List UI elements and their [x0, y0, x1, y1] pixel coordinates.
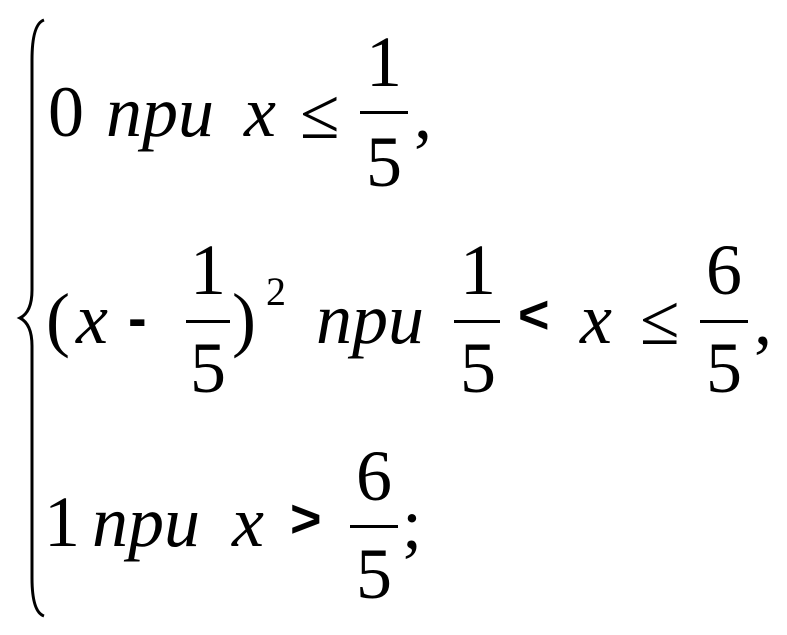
case1-relation: ≤ [300, 74, 340, 154]
case2-left-frac-num: 1 [460, 230, 496, 310]
case2-var2: x [580, 279, 612, 359]
case2-less-than: < [518, 285, 550, 345]
case2-right-frac-den: 5 [706, 328, 742, 408]
case1-frac-bar [360, 111, 408, 114]
case1-zero: 0 [48, 72, 84, 152]
case2-left-frac-den: 5 [460, 328, 496, 408]
case1-frac-num: 1 [366, 22, 402, 102]
case2-exponent: 2 [266, 269, 286, 314]
case2-right-frac-bar [700, 320, 748, 323]
case3-frac-bar [350, 525, 398, 528]
case2-var: x [76, 279, 108, 359]
case2-frac-bar [186, 320, 230, 323]
case2-minus: - [128, 286, 147, 349]
case2-frac-den: 5 [190, 328, 226, 408]
case3-frac-den: 5 [356, 534, 392, 614]
case2-word: при [316, 279, 424, 359]
case3-frac-num: 6 [356, 436, 392, 516]
case3-greater-than: > [290, 489, 322, 549]
case3-var: x [232, 482, 264, 562]
case1-word: при [106, 72, 214, 152]
case2-lparen: ( [46, 279, 70, 359]
case1-comma: , [414, 74, 432, 154]
case2-rparen: ) [232, 279, 256, 359]
case1-var: x [244, 72, 276, 152]
case2-frac-num: 1 [190, 230, 226, 310]
case1-frac-den: 5 [366, 122, 402, 202]
case3-word: при [92, 482, 200, 562]
case2-left-frac-bar [454, 320, 500, 323]
case2-relation: ≤ [640, 280, 680, 360]
case3-one: 1 [44, 482, 80, 562]
case2-comma: , [754, 280, 772, 360]
case3-semicolon: ; [402, 484, 423, 564]
case2-right-frac-num: 6 [706, 230, 742, 310]
